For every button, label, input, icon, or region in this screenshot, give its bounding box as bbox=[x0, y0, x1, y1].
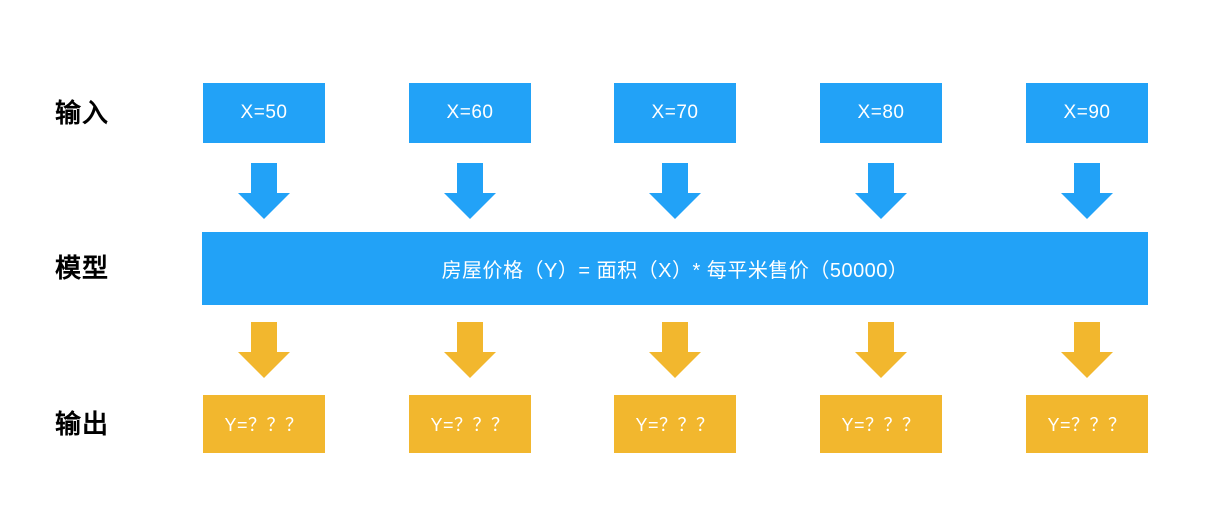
input-box[interactable]: X=70 bbox=[614, 83, 736, 143]
arrow-down-icon bbox=[444, 163, 496, 219]
arrow-down-icon bbox=[649, 322, 701, 378]
output-box[interactable]: Y=？？？ bbox=[409, 395, 531, 453]
output-box[interactable]: Y=？？？ bbox=[614, 395, 736, 453]
model-formula-text: 房屋价格（Y）= 面积（X）* 每平米售价（50000） bbox=[441, 260, 909, 282]
row-label-output: 输出 bbox=[55, 409, 110, 439]
input-box[interactable]: X=60 bbox=[409, 83, 531, 143]
arrow-down-icon bbox=[238, 322, 290, 378]
input-box[interactable]: X=80 bbox=[820, 83, 942, 143]
output-box[interactable]: Y=？？？ bbox=[203, 395, 325, 453]
arrow-down-icon bbox=[1061, 163, 1113, 219]
input-box[interactable]: X=50 bbox=[203, 83, 325, 143]
row-label-input: 输入 bbox=[55, 98, 110, 128]
input-box[interactable]: X=90 bbox=[1026, 83, 1148, 143]
arrow-down-icon bbox=[649, 163, 701, 219]
arrow-down-icon bbox=[855, 322, 907, 378]
output-box[interactable]: Y=？？？ bbox=[820, 395, 942, 453]
arrow-down-icon bbox=[1061, 322, 1113, 378]
arrow-down-icon bbox=[855, 163, 907, 219]
row-label-model: 模型 bbox=[55, 253, 110, 283]
arrow-down-icon bbox=[238, 163, 290, 219]
arrow-down-icon bbox=[444, 322, 496, 378]
model-formula-bar[interactable]: 房屋价格（Y）= 面积（X）* 每平米售价（50000） bbox=[202, 232, 1148, 305]
output-box[interactable]: Y=？？？ bbox=[1026, 395, 1148, 453]
